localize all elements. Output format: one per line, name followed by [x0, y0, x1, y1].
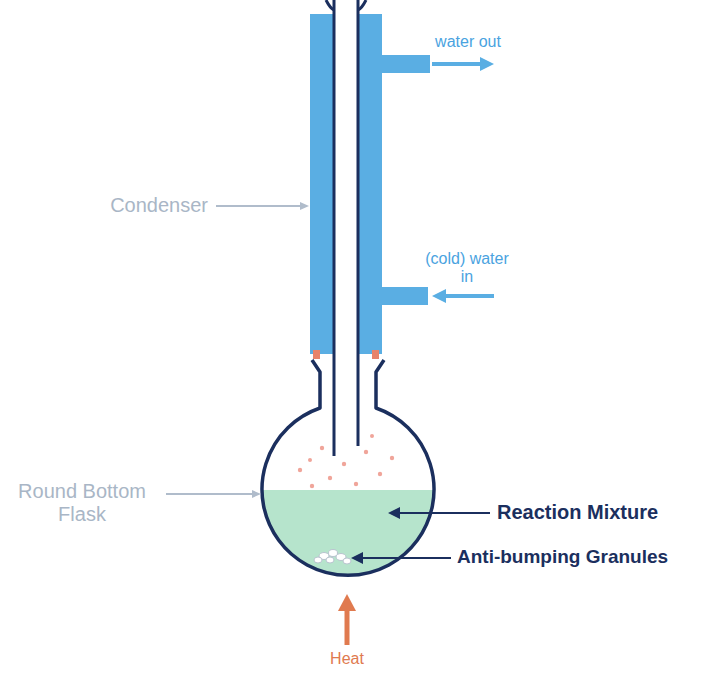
tube-wall [357, 0, 360, 446]
flow-arrow-head [432, 289, 446, 303]
leader-head [388, 507, 400, 519]
heat-arrow-head [338, 594, 356, 611]
round-bottom-flask [262, 360, 434, 575]
flow-arrow [432, 62, 482, 66]
water-inlet [382, 287, 428, 305]
tube-wall [333, 0, 336, 456]
leader-line [216, 205, 306, 207]
anti-bumping-granules [314, 550, 351, 565]
inlet-label: (cold) water in [425, 250, 509, 287]
vapour-droplets [298, 434, 394, 488]
leader-line [398, 512, 490, 514]
leader-head [351, 552, 363, 564]
part-label: Anti-bumping Granules [457, 546, 668, 568]
outlet-label: water out [418, 33, 518, 51]
leader-head [252, 490, 261, 498]
inner-tube [334, 0, 358, 450]
part-label: Round Bottom Flask [4, 480, 160, 526]
leader-line [166, 493, 258, 495]
heat-arrow [345, 608, 350, 645]
water-outlet [382, 55, 430, 73]
joint-seal [372, 350, 379, 359]
part-label: Reaction Mixture [497, 501, 658, 524]
flow-arrow [444, 294, 494, 298]
reaction-liquid [263, 490, 433, 575]
leader-line [360, 557, 451, 559]
leader-head [300, 202, 309, 210]
joint-seal [313, 350, 320, 359]
tube-top [326, 0, 366, 10]
part-label: Condenser [36, 194, 208, 217]
heat-label: Heat [312, 650, 382, 668]
flow-arrow-head [480, 57, 494, 71]
